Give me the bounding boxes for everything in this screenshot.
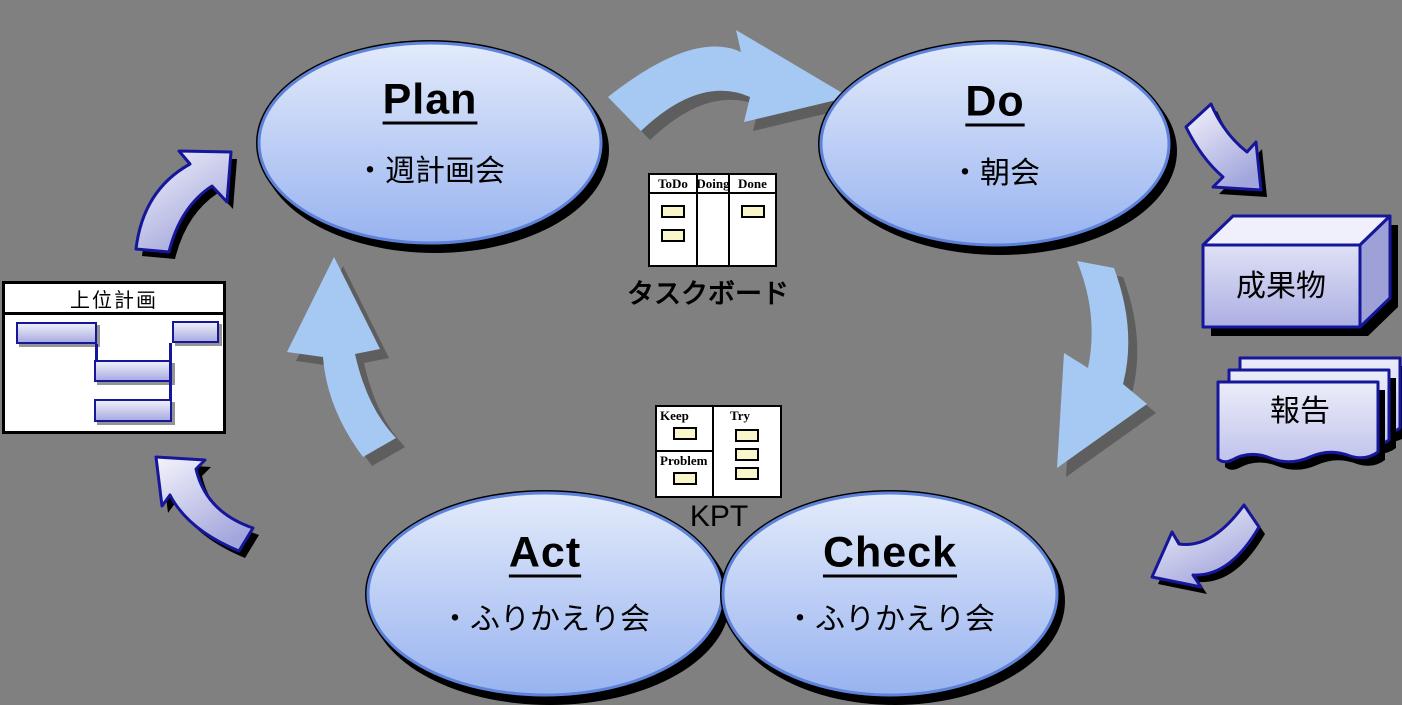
- report-papers-icon: [1216, 356, 1402, 470]
- check-ellipse: [720, 490, 1065, 705]
- cycle-arrow-do-to-check-icon: [1057, 261, 1156, 477]
- arrow-upper-plan-to-plan-icon: [134, 149, 237, 259]
- task-board-column-header: ToDo: [650, 175, 696, 194]
- kpt-cell-problem: Problem: [657, 452, 712, 485]
- sticky-note: [735, 448, 759, 461]
- sticky-note: [672, 427, 697, 440]
- kpt-cell-label: Problem: [660, 453, 708, 468]
- kpt-cell-try: Try: [714, 407, 780, 496]
- task-board-caption: タスクボード: [627, 279, 789, 309]
- gantt-connector: [95, 344, 98, 360]
- act-title: Act: [508, 528, 582, 577]
- sticky-note: [661, 229, 685, 242]
- plan-ellipse: [256, 40, 609, 253]
- task-board-column-header: Doing: [696, 175, 730, 194]
- do-ellipse: [818, 40, 1177, 255]
- gantt-bar: [172, 321, 219, 343]
- deliverable-box-icon: [1201, 214, 1398, 336]
- act-item: ・ふりかえり会: [440, 603, 650, 636]
- sticky-note: [735, 429, 759, 442]
- gantt-bar: [94, 360, 172, 382]
- kpt-caption: KPT: [689, 500, 749, 533]
- do-title: Do: [965, 77, 1025, 126]
- task-board-column-doing: Doing: [696, 175, 730, 265]
- sticky-note: [661, 205, 685, 218]
- task-board-column-header: Done: [730, 175, 775, 194]
- arrow-do-to-deliverable-icon: [1184, 102, 1267, 197]
- do-item: ・朝会: [950, 157, 1040, 190]
- kpt-cell-label: Try: [730, 408, 750, 423]
- task-board-column-todo: ToDo: [650, 175, 696, 265]
- deliverable-label: 成果物: [1236, 270, 1326, 303]
- cycle-arrow-act-to-plan-icon: [287, 257, 405, 466]
- sticky-note: [740, 205, 765, 218]
- task-board: ToDo Doing Done: [648, 173, 777, 267]
- cycle-arrow-plan-to-do-icon: [608, 30, 858, 140]
- kpt-cell-keep: Keep: [657, 407, 712, 452]
- kpt-cell-label: Keep: [660, 408, 689, 423]
- sticky-note: [735, 467, 759, 480]
- gantt-bar: [94, 399, 172, 422]
- kpt-board: Keep Problem Try: [655, 405, 782, 498]
- gantt-connector: [169, 343, 172, 399]
- sticky-note: [672, 472, 697, 485]
- report-label: 報告: [1270, 395, 1330, 428]
- plan-item: ・週計画会: [355, 155, 505, 188]
- gantt-bar: [16, 322, 97, 344]
- task-board-column-done: Done: [728, 175, 775, 265]
- plan-title: Plan: [382, 75, 478, 124]
- check-title: Check: [822, 528, 958, 577]
- act-ellipse: [365, 490, 730, 705]
- arrow-act-to-upper-plan-icon: [154, 455, 259, 558]
- upper-plan-title: 上位計画: [5, 284, 223, 315]
- upper-plan-gantt: [5, 315, 223, 431]
- arrow-report-to-check-icon: [1150, 503, 1265, 594]
- check-item: ・ふりかえり会: [785, 603, 995, 636]
- upper-plan-panel: 上位計画: [2, 281, 226, 434]
